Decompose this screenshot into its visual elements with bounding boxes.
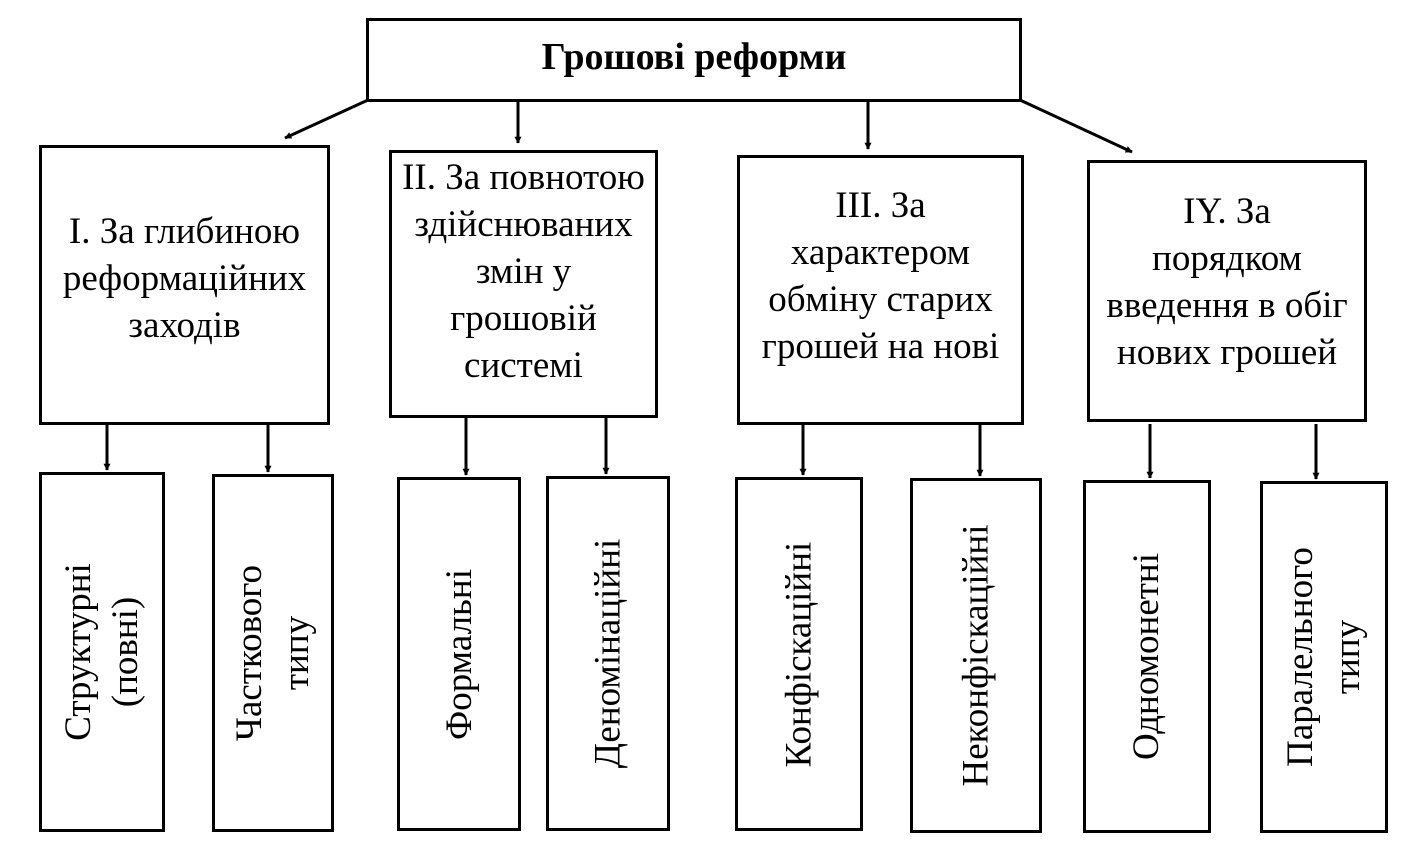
- subtype-label: Деномінаційні: [587, 538, 629, 769]
- subtype-node-1-1: Структурні (повні): [39, 472, 165, 832]
- arrow-root-to-cat-4: [1019, 98, 1133, 154]
- subtype-node-4-2: Паралельного типу: [1260, 481, 1388, 833]
- category-label: І. За глибиною реформаційних заходів: [62, 210, 307, 346]
- subtype-label: Паралельного типу: [1280, 547, 1369, 767]
- subtype-node-3-2: Неконфіскаційні: [910, 478, 1042, 833]
- category-label: ІІ. За повнотою здійснюваних змін у грош…: [402, 156, 645, 386]
- root-node: Грошові реформи: [366, 18, 1022, 102]
- subtype-node-2-1: Формальні: [397, 477, 521, 831]
- subtype-label: Часткового типу: [229, 564, 318, 742]
- subtype-label: Формальні: [438, 568, 480, 740]
- subtype-node-2-2: Деномінаційні: [546, 476, 670, 831]
- subtype-node-3-1: Конфіскаційні: [735, 477, 863, 831]
- subtype-node-1-2: Часткового типу: [212, 474, 334, 832]
- category-label: ІY. За порядком введення в обіг нових гр…: [1106, 191, 1348, 373]
- category-node-3: ІІІ. За характером обміну старих грошей …: [737, 155, 1024, 425]
- category-node-2: ІІ. За повнотою здійснюваних змін у грош…: [389, 150, 658, 418]
- subtype-node-4-1: Одномонетні: [1083, 480, 1211, 833]
- subtype-label: Одномонетні: [1126, 552, 1168, 761]
- root-label: Грошові реформи: [541, 36, 847, 78]
- category-node-1: І. За глибиною реформаційних заходів: [39, 145, 330, 425]
- category-label: ІІІ. За характером обміну старих грошей …: [761, 185, 1000, 367]
- arrow-root-to-cat-1: [284, 98, 369, 140]
- subtype-label: Конфіскаційні: [778, 541, 820, 767]
- subtype-label: Неконфіскаційні: [955, 524, 997, 787]
- subtype-label: Структурні (повні): [58, 563, 147, 741]
- category-node-4: ІY. За порядком введення в обіг нових гр…: [1087, 160, 1367, 422]
